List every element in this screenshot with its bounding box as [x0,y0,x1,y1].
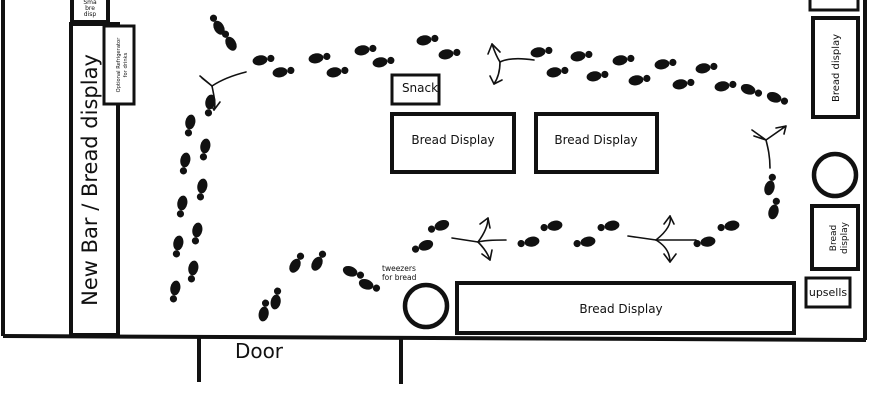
walls [1,0,867,342]
bread-display-right-upper-label: Bread display [831,34,842,102]
bread-display-bottom-label: Bread Display [579,302,662,316]
refrigerator-label: Optional Refrigeratorfor drinks [116,37,129,93]
drinks-refrigerator: Optional Refrigeratorfor drinks [102,24,136,106]
bread-display-right-lower-label: Breaddisplay [829,221,850,254]
right-top-shelf [808,0,860,12]
snack-stand: Snack [390,73,441,106]
door-label: Door [235,339,284,363]
bread-display-center-left-label: Bread Display [411,133,494,147]
bread-display-center-left: Bread Display [390,112,516,174]
upsells-stand: upsells [804,276,852,309]
door: Door [197,338,403,384]
upsells-label: upsells [809,286,848,299]
right-round-display [811,151,859,199]
bread-display-right-lower: Breaddisplay [810,204,860,271]
bread-display-bottom: Bread Display [455,281,796,335]
bread-display-center-right: Bread Display [534,112,659,174]
bakery-counter: New Bar / Bread display [69,22,120,337]
bakery-counter-label: New Bar / Bread display [78,54,102,306]
bread-display-center-right-label: Bread Display [554,133,637,147]
snack-label: Snack [402,81,438,95]
bread-display-right-upper: Bread display [811,16,860,119]
direction-arrows [199,43,787,263]
